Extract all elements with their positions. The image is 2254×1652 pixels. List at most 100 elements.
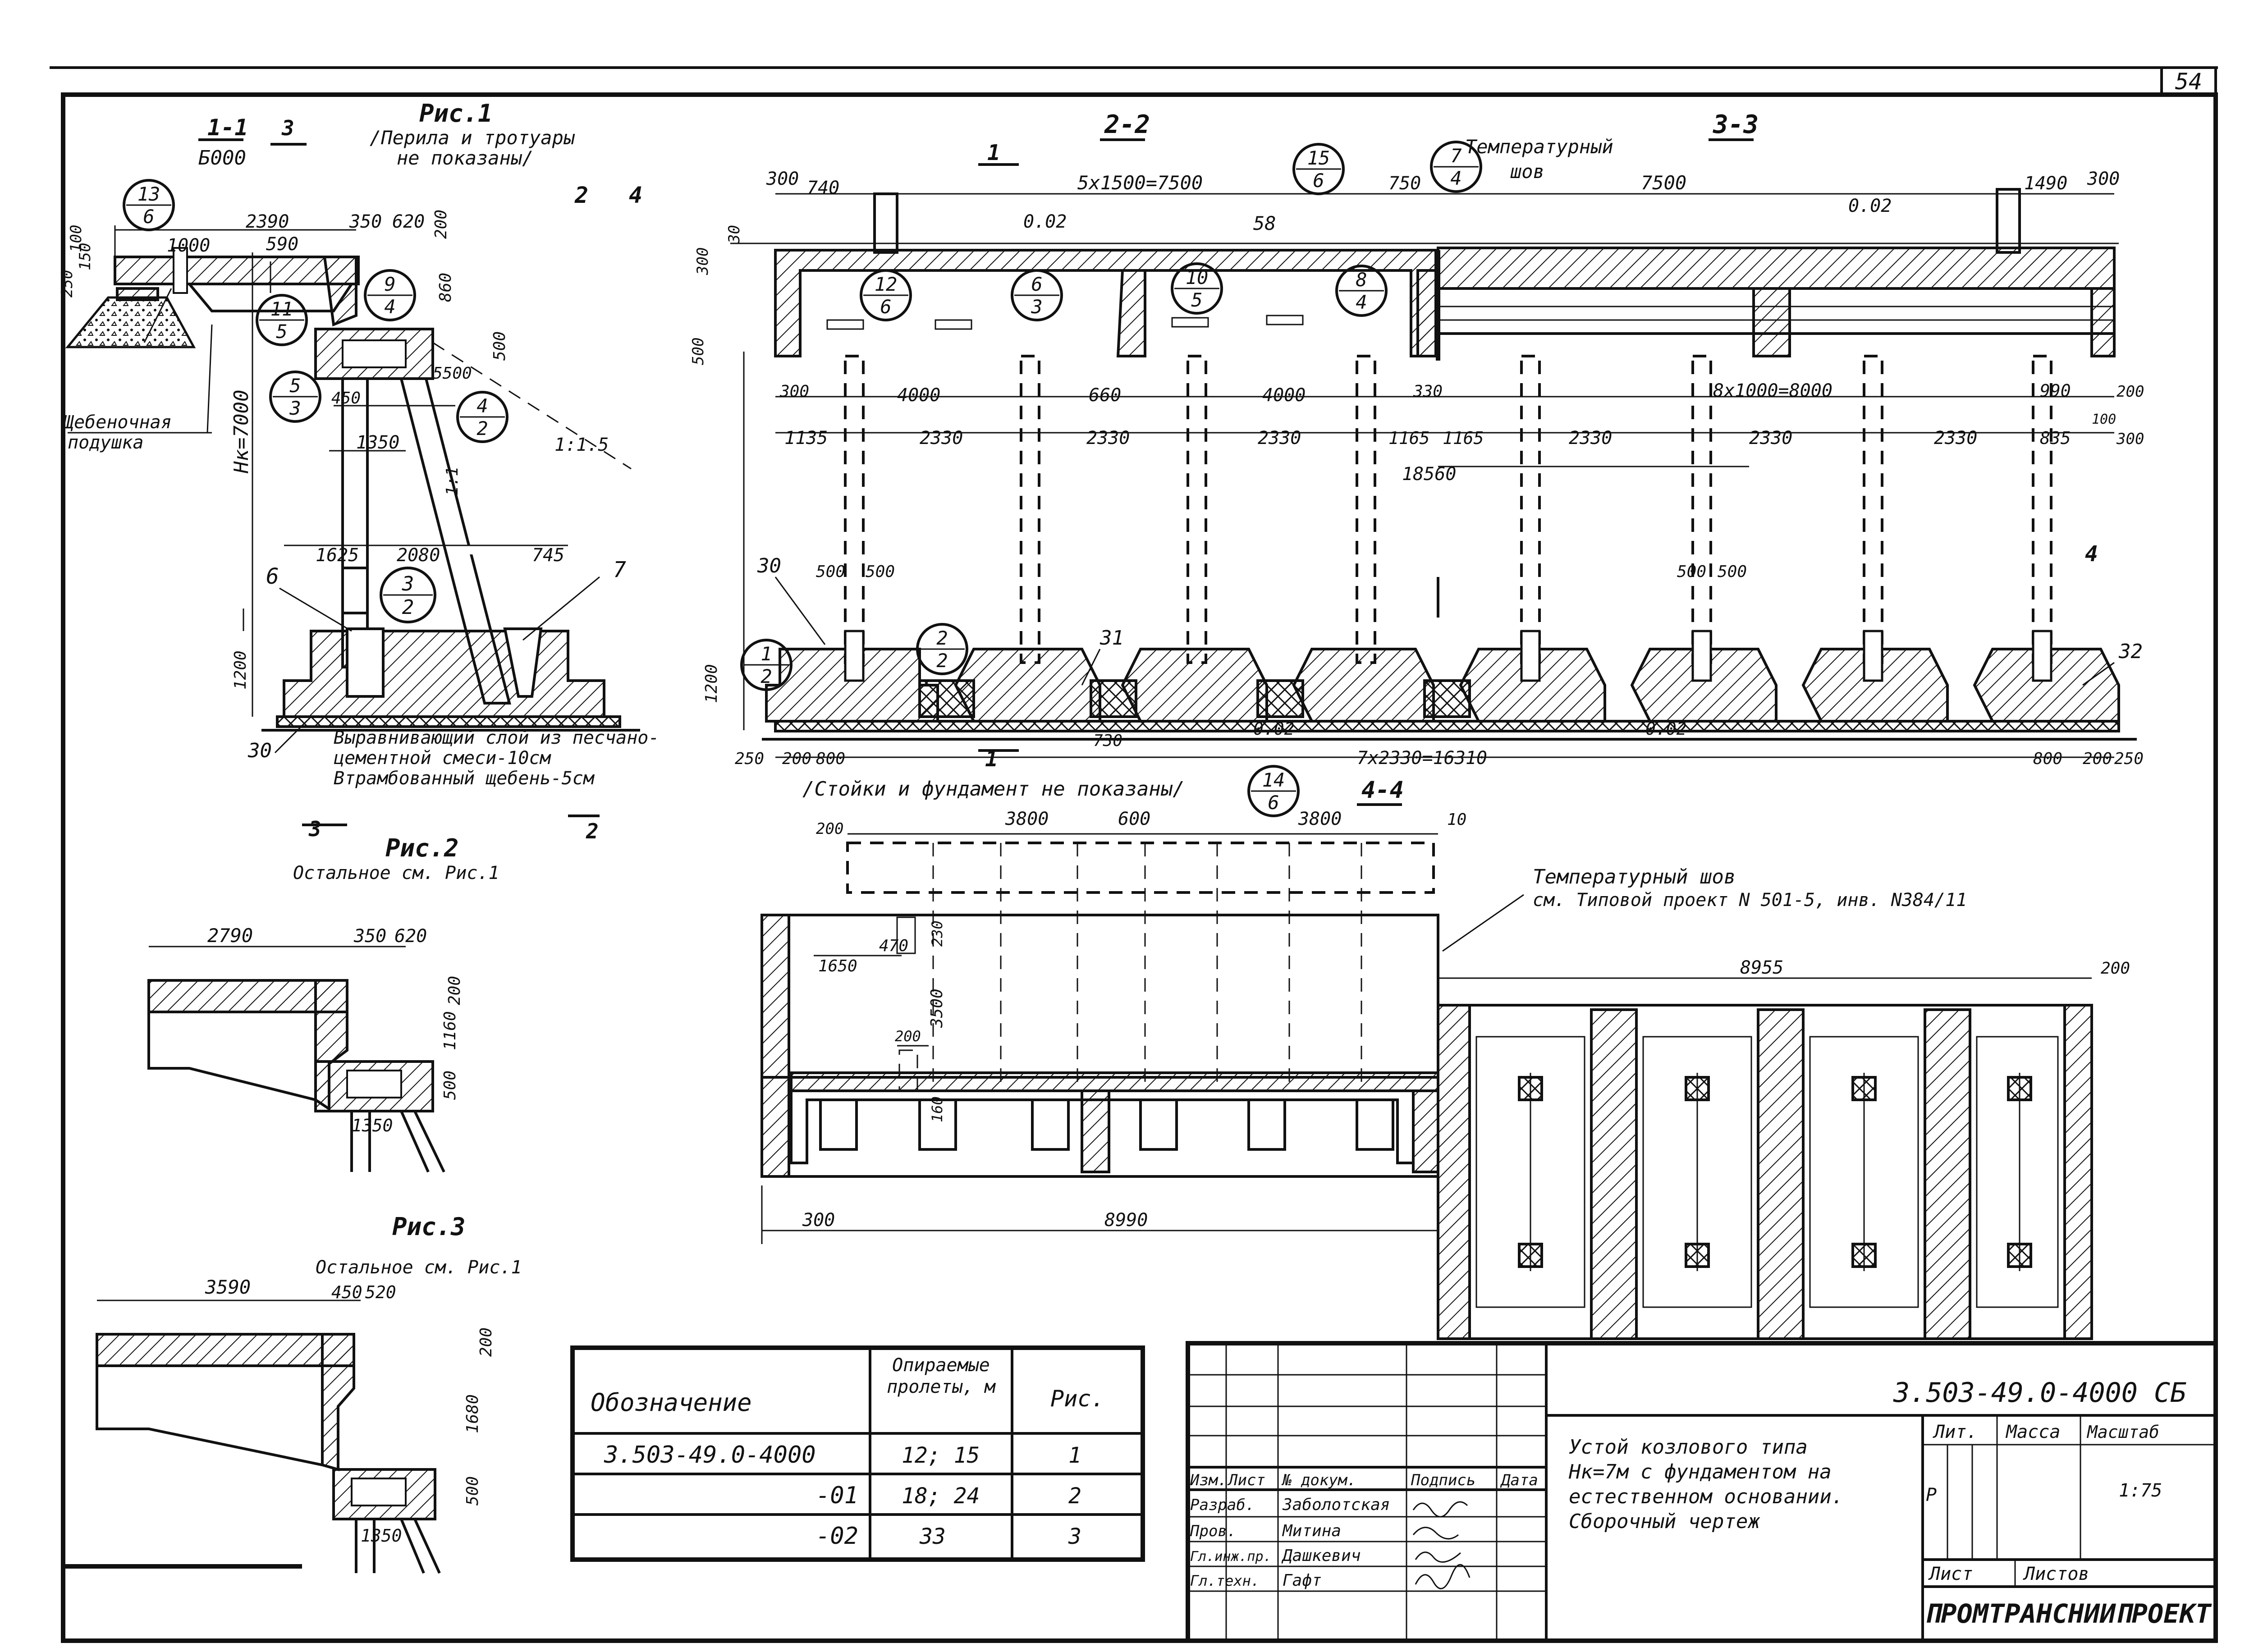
s44-dim-3800b: 3800 [1298,809,1342,829]
svg-text:6: 6 [1031,273,1042,295]
svg-text:2: 2 [760,665,772,687]
svg-text:6: 6 [1313,169,1324,192]
title-block: Изм. Лист № докум. Подпись Дата Разраб. … [1186,1341,2218,1643]
s33-dim-2330a: 2330 [1569,428,1612,448]
s33-dim-1165: 1165 [1443,428,1484,448]
gravel-label-2: подушка [68,432,144,453]
svg-text:2: 2 [476,417,488,439]
foundation-row [762,630,2137,741]
s44-dim-10: 10 [1447,810,1466,829]
s22-callout-1-2: 1 2 [740,639,793,691]
spec-row-3-code: -02 [816,1523,858,1550]
sheet-frame: 54 [50,66,2218,1643]
s33-dim-2330c: 2330 [1934,428,1977,448]
s44-thermal-2: см. Типовой проект N 501-5, инв. N384/11 [1533,890,1967,911]
fig1-dim-1000: 1000 [167,235,210,256]
fig1-dim-150: 150 [76,243,94,270]
s22-dim-750: 750 [1388,173,1421,194]
fig1-section-sub: Б000 [198,146,246,169]
s33-dim-8x1000: 8x1000=8000 [1713,380,1833,401]
fig2-title: Рис.2 [385,834,459,862]
fig3-dim-450: 450 [331,1282,362,1302]
fig1-dim-1200: 1200 [231,650,250,690]
spec-row-3-spans: 33 [919,1524,946,1549]
s22-dim-1165: 1165 [1388,428,1430,448]
s33-dim-100: 100 [2092,412,2116,427]
s22-callout-15-6: 15 6 [1292,143,1345,195]
fig1-cut-2: 2 [574,182,588,208]
deck-slab-right [1437,247,2116,290]
s44-dim-8955: 8955 [1740,957,1783,978]
fig1-slope: 1:1.5 [554,435,609,455]
title-line-1: Устой козлового типа [1569,1436,1808,1459]
svg-text:1: 1 [760,643,772,665]
fig1-pos-30: 30 [247,739,272,762]
fig1-footing [283,630,605,718]
svg-text:9: 9 [384,273,395,295]
fig2-dim-2790: 2790 [207,924,253,947]
svg-text:10: 10 [1186,266,1209,288]
s22-dim-300-col: 300 [779,382,809,401]
layer-note-1: Выравнивающий слой из песчано- [334,728,659,748]
svg-text:7: 7 [1450,145,1461,167]
fig2-dim-620: 620 [394,926,427,947]
spec-row-1-spans: 12; 15 [902,1443,980,1468]
section-33-title: 3-3 [1713,110,1759,139]
svg-text:12: 12 [875,273,898,295]
spec-row-3-fig: 3 [1068,1524,1081,1549]
svg-text:4: 4 [384,296,395,318]
s22-callout-7-4: 7 4 [1430,141,1482,193]
spec-row-2-spans: 18; 24 [902,1483,980,1509]
fig1-cut-3-bottom: 3 [308,817,321,841]
s44-deck-plan [846,842,1435,894]
spec-header-spans: Опираемые пролеты, м [887,1355,995,1397]
title-scale-label: Масштаб [2086,1422,2159,1442]
stamp-name-2: Митина [1282,1522,1341,1540]
s33-dim-800: 800 [2033,750,2062,768]
fig1-cut-4: 4 [629,182,642,208]
s44-dim-1650: 1650 [818,957,857,975]
svg-text:2: 2 [402,596,414,619]
spec-row-2-fig: 2 [1068,1483,1081,1509]
stamp-h-doc: № докум. [1281,1471,1356,1489]
svg-text:3: 3 [402,572,414,595]
s22-callout-8-4: 8 4 [1335,265,1388,317]
title-lit: Лит. [1933,1422,1977,1442]
stamp-role-1: Разраб. [1190,1496,1255,1514]
s33-dim-200: 200 [2117,383,2144,401]
s22-slope-b: 0.02 [1253,719,1295,739]
s44-elevation [760,914,1439,1079]
s22-dim-250: 250 [735,750,764,768]
s22-dim-300b: 300 [694,247,712,275]
title-organization: ПРОМТРАНСНИИПРОЕКТ [1925,1598,2212,1629]
spec-header-fig: Рис. [1050,1386,1104,1412]
fig1-dim-620: 620 [392,211,425,232]
fig1-dim-1625: 1625 [316,545,359,566]
fig1-dim-500: 500 [490,331,509,361]
s33-slope: 0.02 [1848,196,1892,216]
pos-31: 31 [1100,627,1124,650]
stamp-role-3: Гл.инж.пр. [1190,1549,1272,1565]
fig1-pos-6: 6 [266,564,279,589]
pos-30-section: 30 [757,554,781,577]
s33-cut-4: 4 [2085,541,2098,567]
fig1-callout-9-4: 9 4 [364,269,416,321]
section-22-title: 2-2 [1104,110,1150,139]
fig1-section-label: 1-1 [207,114,248,141]
pos-32: 32 [2118,640,2143,663]
svg-text:5: 5 [289,375,301,397]
fig1-callout-11-5: 11 5 [256,294,308,346]
fig3-dim-3590: 3590 [205,1276,251,1298]
s44-dim-160: 160 [929,1096,946,1122]
title-code: 3.503-49.0-4000 СБ [1893,1377,2186,1409]
stamp-h-list: Лист [1227,1471,1265,1489]
title-line-4: Сборочный чертеж [1569,1510,1760,1533]
s44-dim-600: 600 [1118,809,1150,829]
s22-callout-2-2: 2 2 [916,623,968,675]
section-4-4: 14 6 4-4 3800 600 3800 10 200 [760,765,2130,1340]
thermal-joint-label: Температурный [1465,136,1613,158]
signature-1 [1412,1501,1468,1518]
title-mass: Масса [2005,1422,2060,1442]
s22-dim-30: 30 [725,225,743,244]
stamp-name-3: Дашкевич [1281,1547,1361,1565]
